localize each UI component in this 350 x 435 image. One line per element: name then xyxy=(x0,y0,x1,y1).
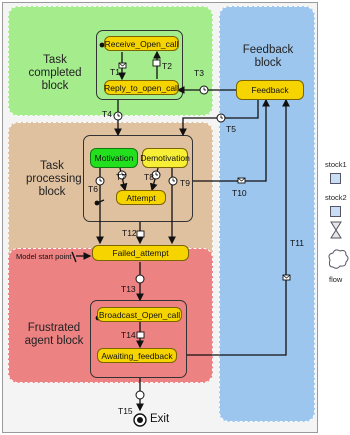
transition-t1-label: T1 xyxy=(110,67,120,77)
transition-t4-label: T4 xyxy=(102,109,112,119)
transition-t6-label: T6 xyxy=(88,184,98,194)
t2-doc-icon xyxy=(152,59,161,67)
feedback-block xyxy=(219,6,315,422)
transition-t7-label: T7 xyxy=(116,172,126,182)
transition-t2-label: T2 xyxy=(162,61,172,71)
task-processing-composite xyxy=(83,135,193,222)
task-completed-composite xyxy=(96,30,183,100)
state-awaiting-feedback[interactable]: Awaiting_feedback xyxy=(97,348,177,363)
t14-doc-icon xyxy=(136,331,145,339)
transition-t5-label: T5 xyxy=(226,124,236,134)
state-demotivation[interactable]: Demotivation xyxy=(140,148,190,168)
transition-t8-label: T8 xyxy=(144,172,154,182)
t12-doc-icon xyxy=(136,230,145,238)
feedback-block-label: Feedback block xyxy=(242,44,294,69)
task-completed-block-label: Task completed block xyxy=(28,54,82,92)
state-reply-to-open-call[interactable]: Reply_to_open_call xyxy=(104,80,179,95)
t1-envelope-icon xyxy=(118,62,127,69)
transition-t15-label: T15 xyxy=(118,406,133,416)
frustrated-agent-block-label: Frustrated agent block xyxy=(24,322,84,347)
state-motivation[interactable]: Motivation xyxy=(90,148,138,168)
transition-t11-label: T11 xyxy=(290,238,305,248)
legend-stock1-label: stock1 xyxy=(325,160,347,169)
t11-envelope-icon xyxy=(282,274,291,281)
transition-t14-label: T14 xyxy=(121,330,136,340)
t15-condition-icon xyxy=(135,390,145,400)
valve-icon xyxy=(330,221,342,231)
exit-label: Exit xyxy=(150,413,170,425)
transition-t9-label: T9 xyxy=(180,178,190,188)
legend-flow-label: flow xyxy=(329,275,343,284)
state-failed-attempt[interactable]: Failed_attempt xyxy=(92,245,189,261)
legend-stock2-label: stock2 xyxy=(325,193,347,202)
cloud-icon xyxy=(328,249,349,269)
state-attempt[interactable]: Attempt xyxy=(116,190,166,205)
t13-condition-icon xyxy=(135,274,145,284)
task-processing-block-label: Task processing block xyxy=(26,160,82,198)
transition-t13-label: T13 xyxy=(121,284,136,294)
state-broadcast-open-call[interactable]: Broadcast_Open_call xyxy=(97,307,182,322)
transition-t10-label: T10 xyxy=(232,188,247,198)
state-receive-open-call[interactable]: Receive_Open_call xyxy=(104,36,179,51)
state-feedback[interactable]: Feedback xyxy=(236,80,304,100)
stock2-icon xyxy=(330,206,341,217)
transition-t3-label: T3 xyxy=(194,68,204,78)
stock1-icon xyxy=(330,173,341,184)
t10-envelope-icon xyxy=(237,177,246,184)
transition-t12-label: T12 xyxy=(122,228,137,238)
model-start-point-label: Model start point xyxy=(16,252,72,261)
